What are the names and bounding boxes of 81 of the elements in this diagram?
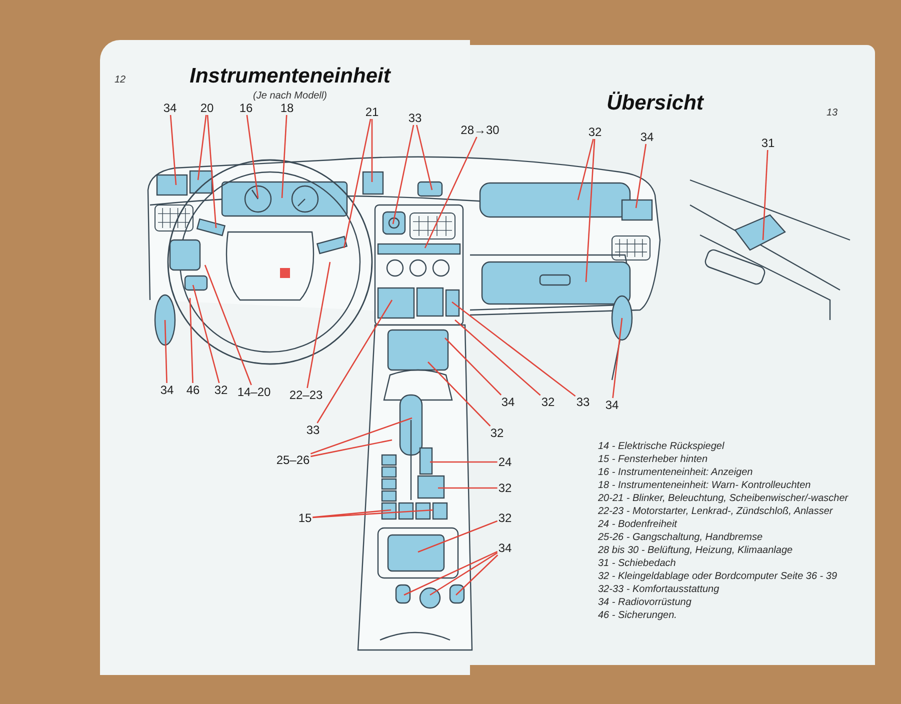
legend-entry: 16 - Instrumenteneinheit: Anzeigen: [598, 466, 754, 479]
leader-line: [197, 114, 207, 180]
legend-entry: 28 bis 30 - Belüftung, Heizung, Klimaanlage: [598, 544, 794, 557]
leader-line: [418, 520, 498, 553]
callout-number: 24: [497, 455, 513, 469]
leader-line: [392, 124, 414, 224]
legend-entry: 15 - Fensterheber hinten: [598, 453, 709, 466]
leader-line: [454, 320, 541, 396]
leader-line: [312, 509, 392, 518]
leader-line: [204, 264, 252, 386]
callout-number: 14–20: [236, 385, 272, 399]
leader-line: [192, 284, 220, 384]
leader-line: [577, 138, 594, 200]
legend-entry: 34 - Radiovorrüstung: [598, 596, 692, 609]
legend-entry: 18 - Instrumenteneinheit: Warn- Kontrolleuchten: [598, 479, 812, 492]
leader-line: [438, 487, 498, 489]
legend-entry: 32 - Kleingeldablage oder Bordcomputer Seite 36 - 39: [598, 570, 838, 583]
callout-number: 16: [238, 101, 254, 115]
leader-line: [189, 298, 194, 384]
legend-entry: 46 - Sicherungen.: [598, 609, 678, 622]
leader-line: [416, 124, 433, 190]
callout-number: 32: [489, 426, 505, 440]
callout-number: 33: [305, 423, 321, 437]
callout-number: 34: [604, 398, 620, 412]
legend-entry: 31 - Schiebedach: [598, 557, 677, 570]
callout-number: 34: [500, 395, 516, 409]
leader-line: [316, 300, 393, 424]
callout-number: 18: [279, 101, 295, 115]
callout-number: 22–23: [288, 388, 324, 402]
leader-line: [404, 550, 498, 596]
legend-entry: 20-21 - Blinker, Beleuchtung, Scheibenwischer/-wascher: [598, 492, 850, 505]
legend-entry: 22-23 - Motorstarter, Lenkrad-, Zündschloß, Anlasser: [598, 505, 834, 518]
leader-line: [206, 114, 217, 228]
callout-number: 34: [639, 130, 655, 144]
callout-number: 32: [540, 395, 556, 409]
leader-line: [424, 136, 478, 248]
callout-number: 46: [185, 383, 201, 397]
leader-line: [164, 320, 168, 384]
leader-line: [444, 338, 502, 396]
callout-number: 32: [587, 125, 603, 139]
leader-line: [170, 114, 177, 186]
leader-line: [343, 118, 372, 248]
callout-number: 33: [407, 111, 423, 125]
leader-line: [371, 119, 373, 182]
leader-line: [281, 114, 288, 198]
callout-number: 32: [497, 511, 513, 525]
page-heading: Übersicht: [606, 90, 704, 116]
leader-line: [310, 439, 392, 458]
callout-number: 34: [159, 383, 175, 397]
leader-line: [635, 144, 647, 208]
callout-number: 20: [199, 101, 215, 115]
leader-line: [585, 138, 596, 282]
leader-line: [430, 552, 498, 596]
callout-number: 33: [575, 395, 591, 409]
callout-number: 32: [213, 383, 229, 397]
leader-line: [428, 362, 491, 426]
callout-number: 25–26: [275, 453, 311, 467]
page-number: 13: [826, 106, 838, 120]
leader-line: [246, 114, 259, 198]
callout-number: 32: [497, 481, 513, 495]
page-heading: Instrumenteneinheit: [190, 63, 390, 90]
leader-line: [312, 509, 434, 518]
subheading: (Je nach Modell): [253, 90, 327, 104]
legend-entry: 25-26 - Gangschaltung, Handbremse: [598, 531, 764, 544]
legend-entry: 14 - Elektrische Rückspiegel: [598, 440, 726, 453]
leader-line: [430, 461, 498, 463]
leader-line: [456, 554, 498, 596]
page-number: 12: [114, 74, 126, 88]
callout-number: 34: [497, 541, 513, 555]
leader-line: [612, 318, 623, 398]
legend-entry: 24 - Bodenfreiheit: [598, 518, 678, 531]
leader-line: [762, 150, 768, 240]
callout-number: 15: [297, 511, 313, 525]
leader-line: [306, 262, 331, 388]
leader-line: [452, 301, 576, 397]
callout-number: 28→30: [460, 123, 500, 137]
callout-number: 31: [760, 136, 776, 150]
legend-entry: 32-33 - Komfortausstattung: [598, 583, 720, 596]
leader-line: [310, 417, 412, 454]
callout-number: 34: [162, 101, 178, 115]
callout-number: 21: [364, 105, 380, 119]
